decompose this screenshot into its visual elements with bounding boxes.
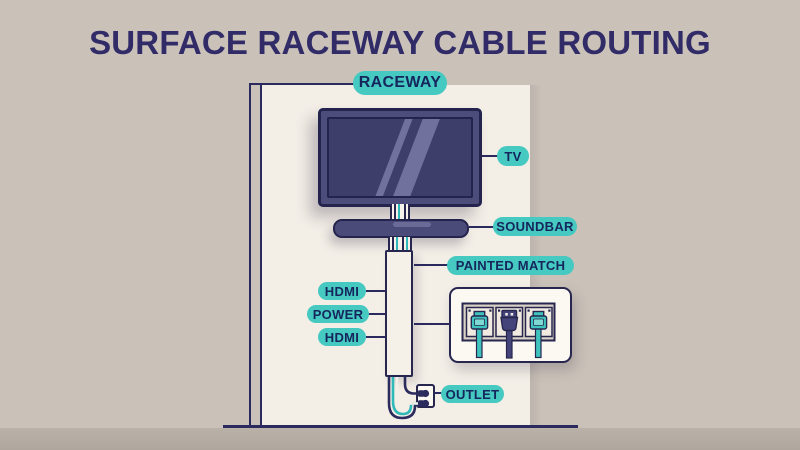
- page-title: SURFACE RACEWAY CABLE ROUTING: [89, 24, 711, 61]
- painted-match-leader-line: [414, 264, 449, 266]
- tv-illustration: [318, 108, 482, 207]
- hdmi-bottom-label: HDMI: [318, 328, 366, 346]
- soundbar-leader-line: [469, 226, 494, 228]
- cable-loop-icon: [387, 377, 430, 420]
- connector-plate-icon: [461, 302, 556, 359]
- hdmi-top-leader-line: [366, 290, 386, 292]
- soundbar-illustration: [333, 219, 469, 238]
- wall-side-edge: [249, 85, 262, 427]
- soundbar-grille: [393, 222, 431, 227]
- outlet-label: OUTLET: [441, 385, 504, 403]
- floor-line: [223, 425, 578, 428]
- floor-area: [0, 428, 800, 450]
- hdmi-connector-icon: [470, 310, 489, 359]
- tv-leader-line: [482, 155, 498, 157]
- outlet-leader-line: [434, 392, 443, 394]
- cable-bundle-tv: [390, 204, 410, 220]
- raceway-label: RACEWAY: [353, 71, 447, 95]
- tv-screen: [327, 117, 473, 198]
- cable-bundle-soundbar: [388, 237, 412, 252]
- connector-detail-panel: [449, 287, 572, 363]
- painted-match-label: PAINTED MATCH: [447, 256, 574, 275]
- raceway-channel: [385, 250, 413, 377]
- power-label: POWER: [307, 305, 369, 323]
- hdmi-top-label: HDMI: [318, 282, 366, 300]
- power-leader-line: [368, 313, 386, 315]
- power-plug-icon: [500, 309, 519, 359]
- raceway-leader-line: [249, 83, 361, 85]
- tv-label: TV: [497, 146, 529, 166]
- panel-leader-line: [414, 323, 450, 325]
- hdmi-connector-icon: [529, 310, 548, 359]
- soundbar-label: SOUNDBAR: [493, 217, 577, 236]
- hdmi-bottom-leader-line: [366, 336, 386, 338]
